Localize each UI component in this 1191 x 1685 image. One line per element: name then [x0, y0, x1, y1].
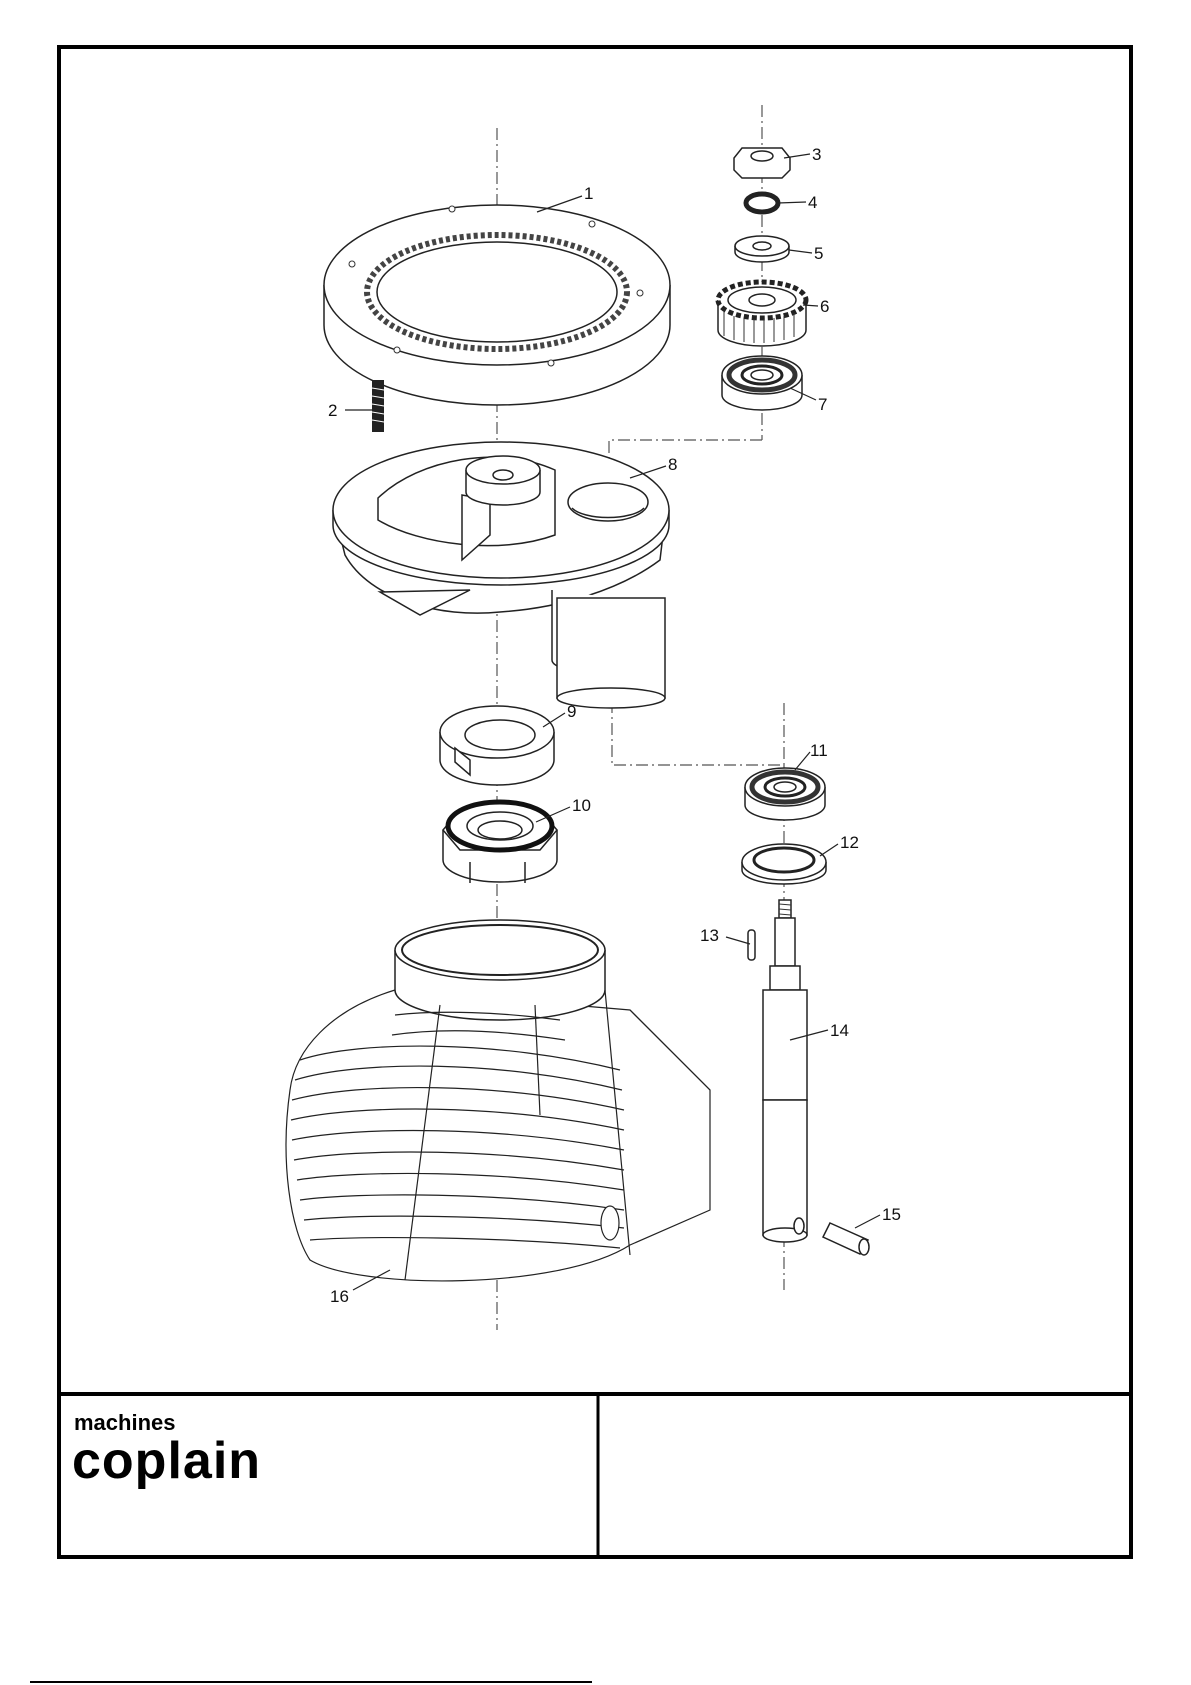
- split-washer: [440, 706, 554, 785]
- pinion-gear: [718, 282, 806, 346]
- brand-large-text: coplain: [72, 1432, 261, 1490]
- callout-8: 8: [668, 455, 677, 474]
- callout-11: 11: [810, 741, 828, 760]
- drive-shaft: [763, 900, 807, 1242]
- callout-13: 13: [700, 926, 719, 945]
- set-screw: [372, 380, 384, 432]
- callout-3: 3: [812, 145, 821, 164]
- lock-washer: [746, 194, 778, 212]
- callout-4: 4: [808, 193, 817, 212]
- callout-14: 14: [830, 1021, 849, 1040]
- flat-washer: [735, 236, 789, 262]
- callout-12: 12: [840, 833, 859, 852]
- ring-gear: [324, 205, 670, 405]
- bellows-cover: [286, 920, 710, 1281]
- large-hex-nut: [443, 802, 557, 883]
- callout-7: 7: [818, 395, 827, 414]
- callout-5: 5: [814, 244, 823, 263]
- callout-2: 2: [328, 401, 337, 420]
- callout-10: 10: [572, 796, 591, 815]
- callout-16: 16: [330, 1287, 349, 1306]
- lower-ball-bearing: [745, 768, 825, 820]
- callout-15: 15: [882, 1205, 901, 1224]
- small-hex-nut: [734, 148, 790, 178]
- callout-6: 6: [820, 297, 829, 316]
- brand-logo: machines coplain: [72, 1410, 261, 1490]
- bearing-seat-ring: [742, 844, 826, 884]
- gear-housing: [333, 442, 669, 708]
- shaft-pin: [823, 1223, 869, 1255]
- shaft-key: [748, 930, 755, 960]
- callout-9: 9: [567, 702, 576, 721]
- callout-1: 1: [584, 184, 593, 203]
- upper-ball-bearing: [722, 356, 802, 410]
